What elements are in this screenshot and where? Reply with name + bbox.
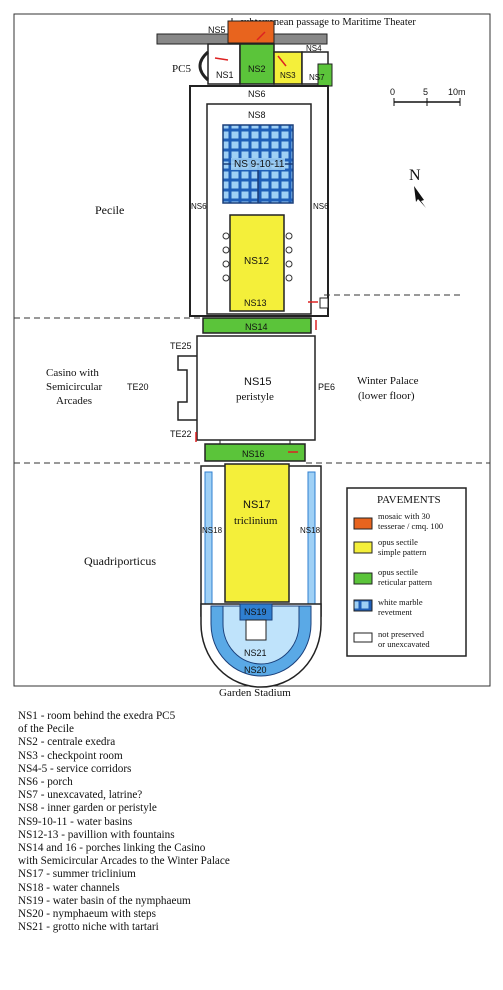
ns5-mosaic bbox=[227, 20, 275, 44]
code-ns18-left: NS18 bbox=[202, 526, 223, 535]
legend-line: NS18 - water channels bbox=[18, 881, 120, 894]
svg-text:tesserae / cmq. 100: tesserae / cmq. 100 bbox=[378, 521, 443, 531]
svg-text:mosaic with 30: mosaic with 30 bbox=[378, 511, 430, 521]
pavement-not-preserved: not preserved or unexcavated bbox=[353, 629, 430, 649]
legend-line: NS9-10-11 - water basins bbox=[18, 815, 133, 828]
code-ns15: NS15 bbox=[244, 376, 272, 388]
top-note: subterranean passage to Maritime Theater bbox=[240, 17, 416, 28]
code-triclinium: triclinium bbox=[234, 515, 278, 527]
code-ns9-10-11: NS 9-10-11 bbox=[234, 159, 285, 170]
svg-text:revetment: revetment bbox=[378, 607, 413, 617]
ns18-channel-right bbox=[307, 471, 316, 613]
legend-line: NS8 - inner garden or peristyle bbox=[18, 802, 157, 815]
svg-text:or unexcavated: or unexcavated bbox=[378, 639, 430, 649]
ns14-porch bbox=[202, 317, 312, 334]
area-casino-1: Casino with bbox=[46, 367, 99, 379]
legend-line: NS7 - unexcavated, latrine? bbox=[18, 789, 143, 802]
code-te20: TE20 bbox=[127, 382, 149, 392]
code-ns21: NS21 bbox=[244, 648, 267, 658]
legend-line: NS3 - checkpoint room bbox=[18, 749, 123, 762]
svg-text:10m: 10m bbox=[448, 87, 466, 97]
area-quadriporticus: Quadriporticus bbox=[84, 554, 156, 568]
svg-text:0: 0 bbox=[390, 87, 395, 97]
pavement-white-marble: white marble revetment bbox=[353, 597, 423, 617]
legend-line: of the Pecile bbox=[18, 723, 74, 736]
pavement-opus-reticular: opus sectile reticular pattern bbox=[353, 567, 433, 587]
scale-bar: 0 5 10m bbox=[390, 87, 466, 106]
code-ns20: NS20 bbox=[244, 665, 267, 675]
svg-text:simple pattern: simple pattern bbox=[378, 547, 427, 557]
legend-line: NS14 and 16 - porches linking the Casino bbox=[18, 842, 206, 855]
code-ns19: NS19 bbox=[244, 607, 267, 617]
ns12-pavilion bbox=[229, 214, 285, 312]
code-ns2: NS2 bbox=[248, 64, 266, 74]
code-ns7: NS7 bbox=[309, 73, 325, 82]
legend-line: NS21 - grotto niche with tartari bbox=[18, 921, 159, 934]
pavements-title: PAVEMENTS bbox=[377, 494, 441, 506]
ns17-triclinium bbox=[224, 463, 290, 603]
code-ns8: NS8 bbox=[248, 110, 266, 120]
pavements-legend: PAVEMENTS mosaic with 30 tesserae / cmq.… bbox=[346, 487, 467, 657]
code-ns6-right: NS6 bbox=[313, 202, 329, 211]
area-garden-stadium: Garden Stadium bbox=[219, 687, 291, 699]
area-casino-3: Arcades bbox=[56, 395, 92, 407]
code-pc5: PC5 bbox=[172, 63, 191, 75]
legend-line: with Semicircular Arcades to the Winter … bbox=[18, 855, 230, 868]
code-ns3: NS3 bbox=[280, 71, 296, 80]
svg-text:opus sectile: opus sectile bbox=[378, 567, 418, 577]
pavement-opus-simple: opus sectile simple pattern bbox=[353, 537, 427, 557]
code-ns1: NS1 bbox=[216, 70, 234, 80]
legend-line: NS4-5 - service corridors bbox=[18, 762, 132, 775]
legend-line: NS2 - centrale exedra bbox=[18, 736, 116, 749]
legend-line: NS19 - water basin of the nymphaeum bbox=[18, 894, 191, 907]
code-ns5: NS5 bbox=[208, 25, 226, 35]
legend-line: NS20 - nymphaeum with steps bbox=[18, 908, 156, 921]
code-te22: TE22 bbox=[170, 429, 192, 439]
code-ns17: NS17 bbox=[243, 499, 271, 511]
pavement-mosaic: mosaic with 30 tesserae / cmq. 100 bbox=[353, 511, 443, 531]
code-ns6-top: NS6 bbox=[248, 89, 266, 99]
ns16-porch bbox=[204, 443, 306, 462]
code-ns13: NS13 bbox=[244, 298, 267, 308]
svg-text:white marble: white marble bbox=[378, 597, 423, 607]
legend-line: NS6 - porch bbox=[18, 776, 73, 789]
area-winter-2: (lower floor) bbox=[358, 390, 415, 402]
site-plan: subterranean passage to Maritime Theater… bbox=[13, 13, 491, 699]
ns18-channel-left bbox=[204, 471, 213, 613]
legend-line: NS17 - summer triclinium bbox=[18, 868, 136, 881]
code-pe6: PE6 bbox=[318, 382, 335, 392]
svg-text:5: 5 bbox=[423, 87, 428, 97]
svg-text:opus sectile: opus sectile bbox=[378, 537, 418, 547]
code-ns16: NS16 bbox=[242, 449, 265, 459]
code-ns4: NS4 bbox=[306, 44, 322, 53]
legend-line: NS1 - room behind the exedra PC5 bbox=[18, 710, 176, 722]
north-arrow-icon: N bbox=[409, 167, 426, 208]
code-ns6-left: NS6 bbox=[191, 202, 207, 211]
code-ns14: NS14 bbox=[245, 322, 268, 332]
area-casino-2: Semicircular bbox=[46, 381, 103, 393]
area-pecile: Pecile bbox=[95, 203, 124, 217]
svg-text:not preserved: not preserved bbox=[378, 629, 425, 639]
legend-line: NS12-13 - pavillion with fountains bbox=[18, 828, 175, 841]
svg-text:reticular pattern: reticular pattern bbox=[378, 577, 433, 587]
ns15-peristyle bbox=[196, 335, 316, 441]
code-te25: TE25 bbox=[170, 341, 192, 351]
code-ns18-right: NS18 bbox=[300, 526, 321, 535]
area-winter-1: Winter Palace bbox=[357, 375, 419, 387]
code-ns12: NS12 bbox=[244, 256, 269, 267]
svg-text:N: N bbox=[409, 167, 421, 184]
code-peristyle: peristyle bbox=[236, 391, 274, 403]
